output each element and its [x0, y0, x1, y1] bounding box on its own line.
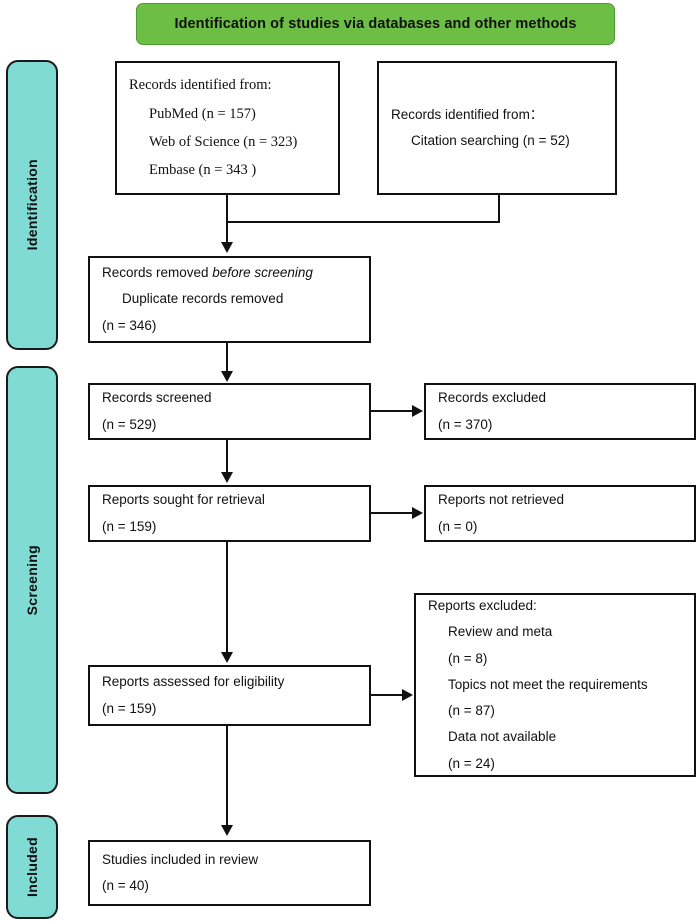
- arrowhead-to-records-removed: [221, 242, 233, 253]
- databases-line-2: Web of Science (n = 323): [149, 134, 298, 150]
- removed-heading-italic: before screening: [212, 265, 313, 281]
- box-reports-sought-for-retrieval: Reports sought for retrieval (n = 159): [88, 485, 371, 542]
- databases-line-0: Records identified from:: [129, 77, 272, 94]
- arrowhead-to-studies-included: [221, 825, 233, 836]
- diagram-banner-title: Identification of studies via databases …: [136, 3, 615, 45]
- box-reports-assessed-for-eligibility: Reports assessed for eligibility (n = 15…: [88, 665, 371, 726]
- reports-excluded-count-3: (n = 24): [448, 755, 495, 771]
- removed-heading-prefix: Records removed: [102, 265, 213, 281]
- reports-excluded-heading: Reports excluded:: [428, 597, 537, 613]
- reports-excluded-count-2: (n = 87): [448, 703, 495, 719]
- connector-other-methods-down: [498, 195, 500, 223]
- stage-label-included: Included: [24, 837, 40, 897]
- reports-excluded-reason-2: Topics not meet the requirements: [448, 676, 648, 692]
- arrowhead-to-reports-not-retrieved: [412, 507, 423, 519]
- reports-not-retrieved-count: (n = 0): [438, 518, 478, 534]
- box-records-screened: Records screened (n = 529): [88, 383, 371, 440]
- box-reports-excluded-detail: Reports excluded: Review and meta (n = 8…: [414, 593, 696, 777]
- reports-sought-label: Reports sought for retrieval: [102, 492, 265, 508]
- banner-title-text: Identification of studies via databases …: [174, 16, 577, 32]
- records-screened-label: Records screened: [102, 390, 212, 406]
- stage-label-screening: Screening: [24, 544, 40, 616]
- other-methods-line-0: Records identified from：: [391, 106, 544, 122]
- reports-excluded-reason-3: Data not available: [448, 729, 557, 745]
- studies-included-count: (n = 40): [102, 878, 149, 893]
- arrowhead-to-records-excluded: [412, 405, 423, 417]
- connector-merge-horizontal: [226, 221, 500, 223]
- connector-assessed-to-included: [226, 726, 228, 829]
- arrowhead-to-reports-assessed: [221, 652, 233, 663]
- arrowhead-to-records-screened: [221, 371, 233, 382]
- removed-line-count: (n = 346): [102, 317, 157, 333]
- stage-label-identification: Identification: [24, 159, 40, 251]
- studies-included-label: Studies included in review: [102, 851, 259, 867]
- arrowhead-to-reports-excluded: [402, 689, 413, 701]
- stage-bar-identification: Identification: [6, 60, 58, 350]
- connector-assessed-to-excluded: [371, 694, 403, 696]
- other-methods-line-1: Citation searching (n = 52): [411, 133, 570, 148]
- stage-bar-included: Included: [6, 815, 58, 919]
- reports-excluded-count-1: (n = 8): [448, 650, 488, 666]
- connector-sought-to-assessed: [226, 542, 228, 656]
- connector-screened-to-sought: [226, 440, 228, 476]
- databases-line-1: PubMed (n = 157): [149, 105, 256, 122]
- records-screened-count: (n = 529): [102, 416, 157, 432]
- reports-sought-count: (n = 159): [102, 518, 157, 534]
- stage-bar-screening: Screening: [6, 366, 58, 794]
- arrowhead-to-reports-sought: [221, 472, 233, 483]
- connector-screened-to-excluded: [371, 410, 413, 412]
- box-reports-not-retrieved: Reports not retrieved (n = 0): [424, 485, 696, 542]
- connector-removed-to-screened: [226, 343, 228, 375]
- records-excluded-count: (n = 370): [438, 416, 493, 432]
- connector-sought-to-not-retrieved: [371, 512, 413, 514]
- reports-assessed-label: Reports assessed for eligibility: [102, 674, 285, 690]
- removed-line-heading: Records removed before screening: [102, 260, 357, 286]
- box-records-excluded: Records excluded (n = 370): [424, 383, 696, 440]
- removed-line-duplicates: Duplicate records removed: [122, 291, 284, 307]
- records-excluded-label: Records excluded: [438, 390, 547, 406]
- reports-assessed-count: (n = 159): [102, 700, 157, 716]
- connector-databases-down: [226, 195, 228, 242]
- box-records-identified-databases: Records identified from: PubMed (n = 157…: [115, 61, 340, 195]
- box-records-identified-other-methods: Records identified from： Citation search…: [377, 61, 617, 195]
- box-studies-included-in-review: Studies included in review (n = 40): [88, 840, 371, 906]
- reports-not-retrieved-label: Reports not retrieved: [438, 492, 565, 508]
- databases-line-3: Embase (n = 343 ): [149, 162, 257, 179]
- box-records-removed-before-screening: Records removed before screening Duplica…: [88, 256, 371, 343]
- reports-excluded-reason-1: Review and meta: [448, 624, 553, 640]
